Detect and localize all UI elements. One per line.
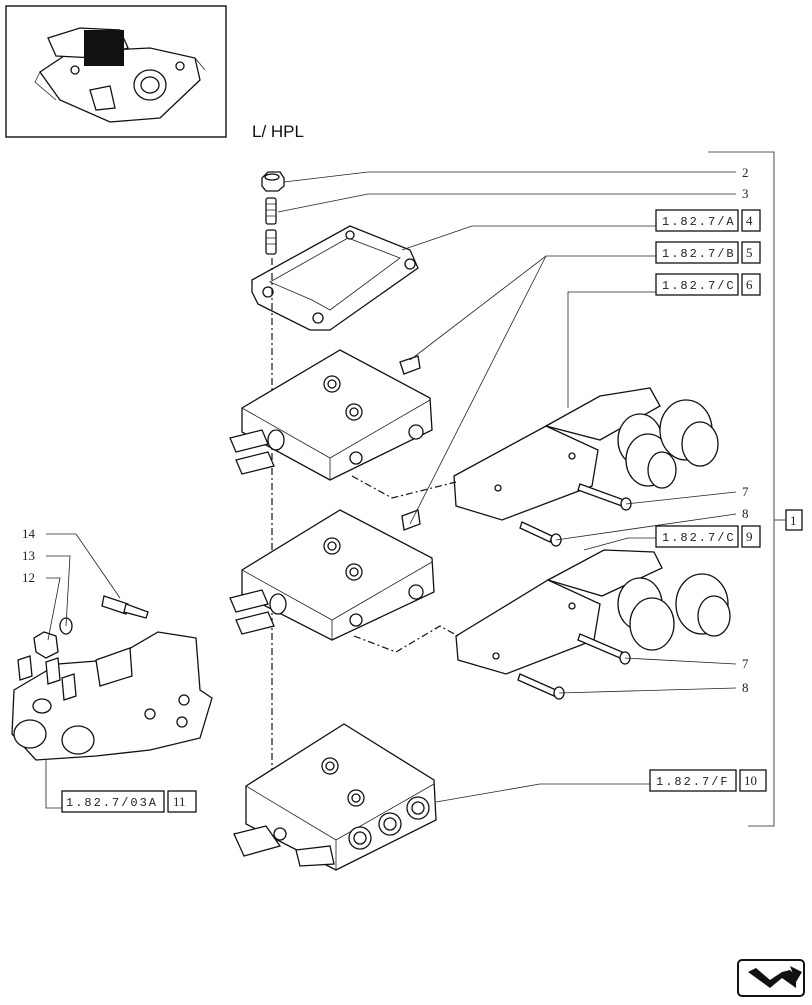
svg-text:6: 6: [746, 277, 753, 292]
priority-valve-part: [11, 631, 213, 761]
callout-13: 13: [22, 548, 35, 563]
callout-8-upper: 8: [742, 506, 749, 521]
svg-text:1.82.7/03A: 1.82.7/03A: [66, 796, 158, 810]
callout-8-lower: 8: [742, 680, 749, 695]
svg-text:5: 5: [746, 245, 753, 260]
leader-lines: [45, 171, 786, 809]
stud-part: [265, 197, 277, 255]
svg-text:1.82.7/B: 1.82.7/B: [662, 247, 736, 261]
ref-box-1[interactable]: 1: [785, 509, 803, 531]
svg-text:10: 10: [744, 773, 757, 788]
ref-box-5[interactable]: 1.82.7/B 5: [655, 241, 761, 264]
svg-text:1.82.7/C: 1.82.7/C: [662, 531, 736, 545]
svg-text:1.82.7/A: 1.82.7/A: [662, 215, 736, 229]
svg-text:1.82.7/F: 1.82.7/F: [656, 775, 730, 789]
callout-14: 14: [22, 526, 36, 541]
valve-assembly-thumbnail: [34, 27, 206, 123]
coupler-upper: [453, 387, 719, 521]
group-bracket: [708, 151, 775, 827]
valve-section-upper: [229, 349, 433, 481]
page-title: L/ HPL: [252, 122, 304, 141]
callout-12: 12: [22, 570, 35, 585]
svg-text:1.82.7/C: 1.82.7/C: [662, 279, 736, 293]
thumbnail-frame[interactable]: [5, 5, 227, 138]
ref-box-10[interactable]: 1.82.7/F 10: [649, 769, 767, 792]
svg-text:9: 9: [746, 529, 753, 544]
callout-2: 2: [742, 165, 749, 180]
valve-section-middle: [229, 509, 435, 641]
svg-text:11: 11: [173, 794, 186, 809]
svg-text:1: 1: [790, 513, 797, 528]
callout-3: 3: [742, 186, 749, 201]
coupler-lower: [455, 549, 731, 675]
connect-line-upper: [351, 475, 457, 499]
bolt-part-left: [101, 595, 149, 619]
callout-7-upper: 7: [742, 484, 749, 499]
navigation-arrow-icon[interactable]: [737, 959, 805, 997]
ref-box-11[interactable]: 1.82.7/03A 11: [61, 790, 197, 813]
callout-7-lower: 7: [742, 656, 749, 671]
ref-box-9[interactable]: 1.82.7/C 9: [655, 525, 761, 548]
valve-section-lower: [233, 723, 437, 871]
ref-box-6[interactable]: 1.82.7/C 6: [655, 273, 761, 296]
cover-plate-part: [251, 225, 419, 331]
svg-text:4: 4: [746, 213, 753, 228]
connect-line-lower: [353, 625, 459, 653]
nut-part: [261, 171, 285, 192]
ref-box-4[interactable]: 1.82.7/A 4: [655, 209, 761, 232]
